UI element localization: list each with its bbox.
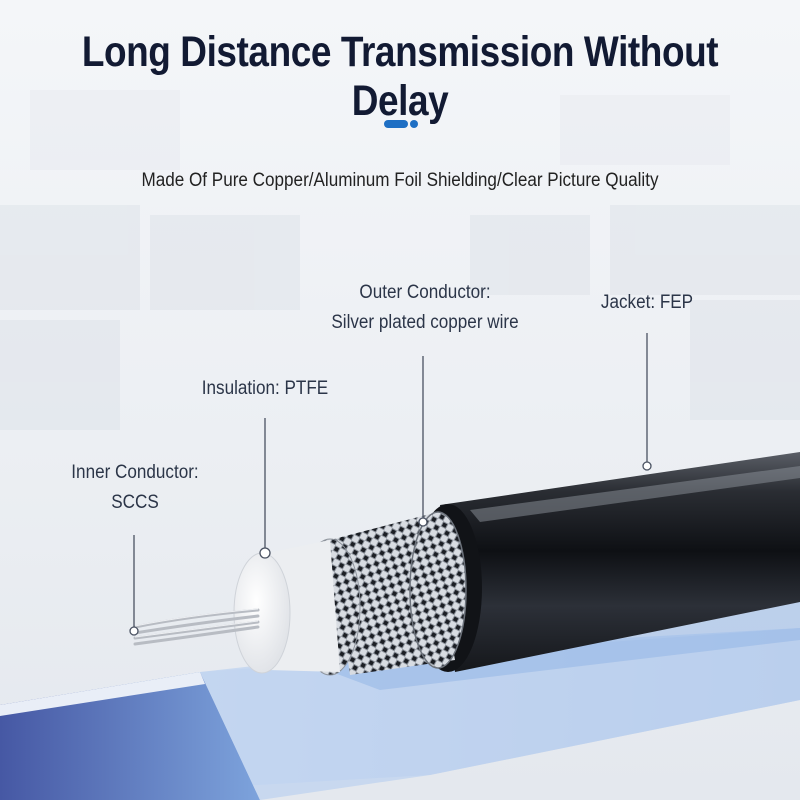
headline: Long Distance Transmission Without Delay [81, 28, 719, 125]
outer-conductor-material: Silver plated copper wire [331, 312, 519, 333]
outer-conductor-title: Outer Conductor: [359, 282, 491, 303]
tagline: Made Of Pure Copper/Aluminum Foil Shield… [141, 170, 659, 191]
jacket-title: Jacket: FEP [600, 292, 694, 313]
insulation-label: Insulation: PTFE [189, 374, 342, 404]
insulation-title: Insulation: PTFE [201, 378, 329, 399]
accent-mark-icon [384, 120, 418, 128]
inner-conductor-title: Inner Conductor: [71, 462, 199, 483]
outer-conductor-label: Outer Conductor: Silver plated copper wi… [313, 278, 538, 338]
inner-conductor-label: Inner Conductor: SCCS [59, 458, 212, 518]
jacket-label: Jacket: FEP [587, 288, 708, 318]
inner-conductor-material: SCCS [111, 492, 159, 513]
